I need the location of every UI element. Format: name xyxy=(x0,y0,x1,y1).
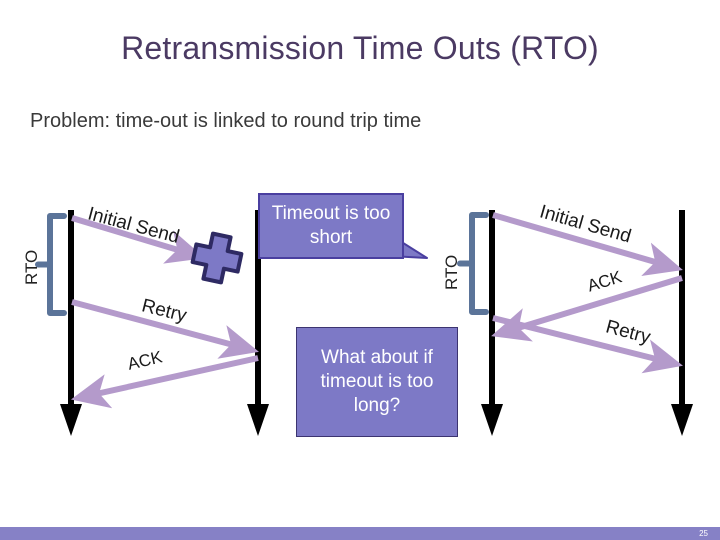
right-rto-brace xyxy=(457,212,489,315)
left-timeline-sender xyxy=(60,210,82,436)
page-number: 25 xyxy=(699,529,708,538)
left-arrow-retry xyxy=(71,299,259,359)
right-timeline-sender xyxy=(481,210,503,436)
cross-icon xyxy=(190,231,244,285)
left-rto-label: RTO xyxy=(22,249,41,285)
page-title: Retransmission Time Outs (RTO) xyxy=(121,30,599,66)
slide-subtitle: Problem: time-out is linked to round tri… xyxy=(30,110,422,132)
right-arrow-retry xyxy=(492,315,683,374)
right-timeline-receiver xyxy=(671,210,693,436)
callout-timeout-too-long: What about if timeout is too long? xyxy=(296,327,458,437)
left-rto-brace xyxy=(35,213,67,316)
right-rto-label: RTO xyxy=(442,254,461,290)
left-arrow-ack xyxy=(70,355,259,409)
callout-timeout-too-short: Timeout is too short xyxy=(258,193,404,259)
left-arrow-initial-send xyxy=(71,215,205,264)
footer-bar xyxy=(0,527,720,540)
right-arrow-initial-send xyxy=(492,212,683,277)
